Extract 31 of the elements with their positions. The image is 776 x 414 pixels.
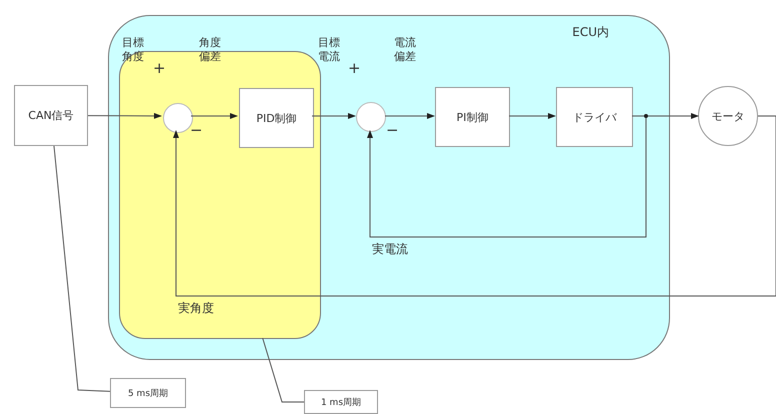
- ecu-region: [108, 15, 670, 360]
- sign-label: −: [386, 123, 400, 137]
- region-title: ECU内: [572, 24, 609, 41]
- block-box: PI制御: [435, 87, 510, 147]
- sign-label: +: [153, 61, 167, 75]
- sign-label: −: [190, 123, 204, 137]
- summing-junction: [163, 103, 193, 133]
- highlight-region: [119, 51, 321, 339]
- edge-label: 実角度: [178, 301, 214, 315]
- signal-label: 目標角度: [122, 36, 145, 64]
- arrow: [312, 113, 356, 119]
- block-box: ドライバ: [556, 87, 633, 147]
- block-box: PID制御: [239, 88, 314, 148]
- note-box: 5 ms周期: [110, 378, 186, 408]
- edge-label: 実電流: [372, 242, 408, 256]
- arrow: [88, 112, 162, 119]
- sign-label: +: [348, 61, 362, 75]
- note-box: 1 ms周期: [304, 390, 378, 414]
- leader-line: [262, 338, 304, 402]
- signal-label: 角度偏差: [199, 36, 222, 64]
- summing-junction: [356, 102, 386, 132]
- signal-label: 目標電流: [318, 36, 341, 64]
- motor-circle: モータ: [698, 86, 758, 146]
- block-box: CAN信号: [14, 85, 88, 146]
- arrow: [508, 113, 556, 119]
- signal-label: 電流偏差: [394, 36, 417, 64]
- leader-line: [54, 146, 110, 392]
- arrow: [384, 113, 435, 119]
- arrow: [367, 116, 646, 238]
- arrow: [173, 116, 776, 296]
- arrow: [190, 113, 238, 119]
